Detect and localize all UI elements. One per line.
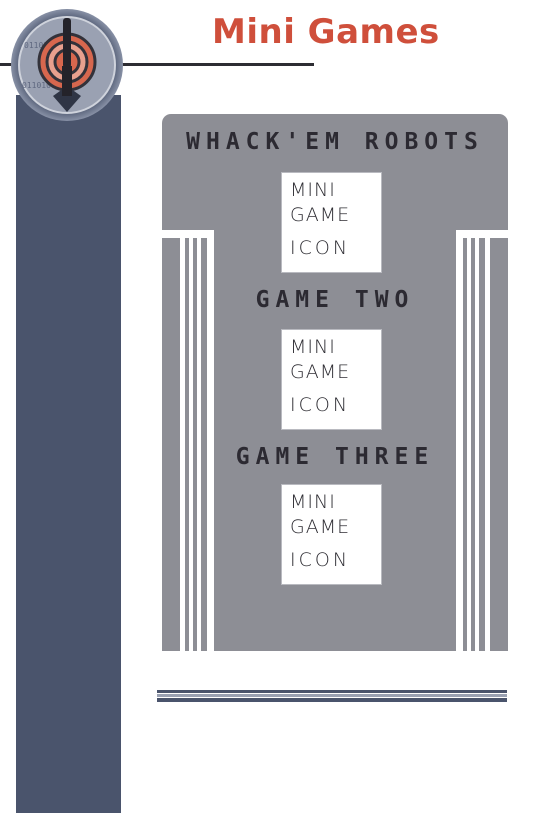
icon-label-line: GAME xyxy=(290,516,351,538)
header-divider xyxy=(0,63,314,66)
icon-label-line: MINI xyxy=(290,336,336,358)
target-logo-icon[interactable]: 01101001 01101001 xyxy=(10,8,124,122)
game-section-whackem: WHACK'EM ROBOTS xyxy=(162,126,508,158)
icon-label-line: MINI xyxy=(290,491,336,513)
game-title[interactable]: WHACK'EM ROBOTS xyxy=(186,129,484,155)
logo-binary-text-2: 01101001 xyxy=(22,81,61,90)
game-title[interactable]: GAME THREE xyxy=(235,444,435,470)
icon-label-line: MINI xyxy=(290,179,336,201)
footer-divider xyxy=(157,690,507,702)
icon-label-line: ICON xyxy=(290,394,351,416)
mini-game-icon[interactable]: MINI GAME ICON xyxy=(281,484,382,585)
game-title[interactable]: GAME TWO xyxy=(255,287,415,313)
icon-label-line: GAME xyxy=(290,361,351,383)
game-section-three: GAME THREE xyxy=(162,441,508,473)
icon-label-line: ICON xyxy=(290,549,351,571)
icon-label-line: ICON xyxy=(290,237,351,259)
mini-game-icon[interactable]: MINI GAME ICON xyxy=(281,329,382,430)
sidebar xyxy=(16,95,121,813)
right-stripe-decoration xyxy=(456,230,508,651)
mini-game-icon[interactable]: MINI GAME ICON xyxy=(281,172,382,273)
game-section-two: GAME TWO xyxy=(162,284,508,316)
left-stripe-decoration xyxy=(162,230,214,651)
page-title: Mini Games xyxy=(212,12,440,52)
icon-label-line: GAME xyxy=(290,204,351,226)
